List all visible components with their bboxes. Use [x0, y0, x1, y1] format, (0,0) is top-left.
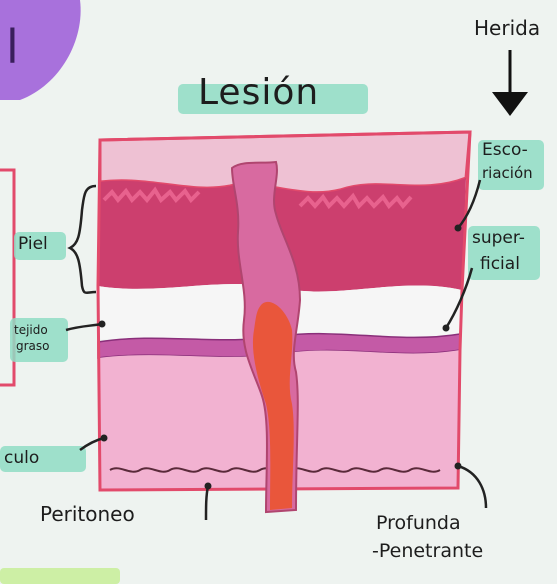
musculo-dot — [101, 435, 108, 442]
peritoneo-pointer — [206, 486, 208, 520]
profunda-dot — [455, 463, 462, 470]
label-profunda-line2: -Penetrante — [372, 540, 483, 562]
label-piel: Piel — [18, 234, 48, 254]
peritoneo-dot — [205, 483, 212, 490]
herida-arrow-icon — [492, 50, 528, 116]
corner-mark: l — [6, 20, 19, 74]
piel-brace — [70, 186, 96, 293]
profunda-pointer — [458, 466, 486, 508]
label-musculo: culo — [4, 448, 39, 468]
escoriacion-dot — [455, 225, 462, 232]
label-herida: Herida — [474, 16, 540, 40]
label-escoriacion-line1: Esco- — [482, 140, 528, 160]
label-superficial-line2: ficial — [480, 254, 520, 274]
label-tejido-line1: tejido — [14, 324, 48, 337]
label-profunda-line1: Profunda — [376, 512, 461, 534]
superficial-dot — [443, 325, 450, 332]
bottom-left-highlight — [0, 568, 120, 584]
diagram-title: Lesión — [198, 72, 319, 113]
tejido-pointer — [66, 324, 102, 330]
label-peritoneo: Peritoneo — [40, 502, 135, 526]
label-escoriacion-line2: riación — [482, 164, 533, 182]
label-superficial-line1: super- — [472, 228, 525, 248]
label-tejido-line2: graso — [16, 340, 50, 353]
tejido-dot — [99, 321, 106, 328]
